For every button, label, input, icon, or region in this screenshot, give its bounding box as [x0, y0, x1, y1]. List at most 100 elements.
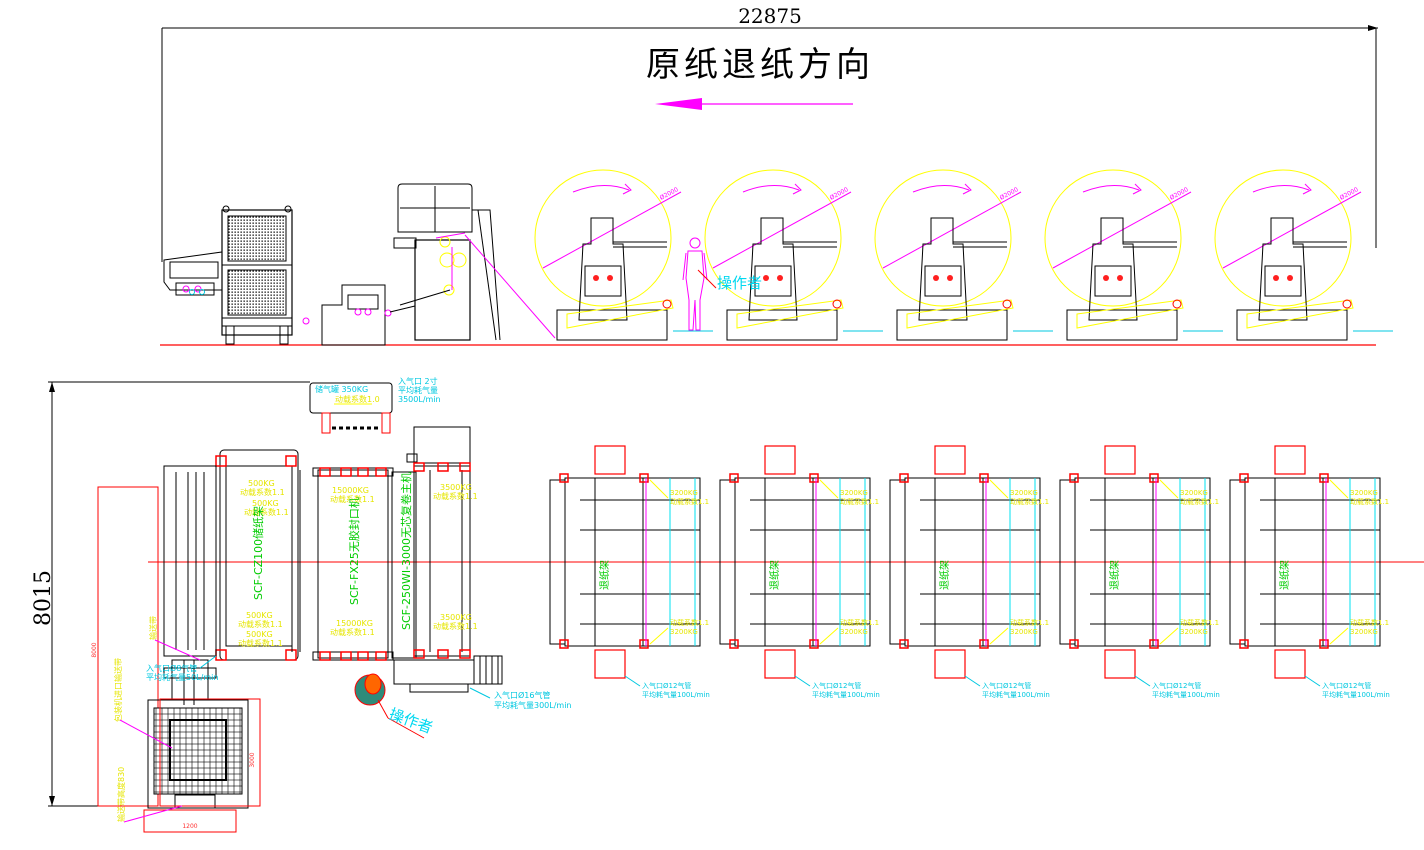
unwinder-factor-bottom: 动载系数1.1: [670, 618, 709, 627]
button-icon: [947, 275, 953, 281]
unwinder-factor-bottom: 动载系数1.1: [1010, 618, 1049, 627]
rotation-arrow-icon: [742, 185, 800, 193]
load-box: [1239, 473, 1249, 483]
unwinder-load-top: 3200KG: [1350, 489, 1378, 497]
unwinder-frame: [748, 217, 798, 321]
unwinder-load-top: 3200KG: [1010, 489, 1038, 497]
button-icon: [593, 275, 599, 281]
loading-arm: [566, 299, 674, 329]
control-panel: [584, 265, 622, 297]
unwinder-frame: [918, 217, 968, 321]
width-dimension: 8015: [31, 381, 310, 807]
unwinder-factor-top: 动载系数1.1: [670, 497, 709, 506]
button-icon: [1287, 275, 1293, 281]
conveyor-label-b: 包装机进口输送带: [113, 658, 123, 722]
load-box: [729, 639, 739, 649]
unwinder-frame: [1088, 217, 1138, 321]
diameter-leader: [712, 191, 852, 269]
rewinder-load-top: 3500KG: [440, 483, 472, 492]
conveyor-height: 输送带高度830: [116, 767, 126, 822]
loading-arm: [736, 299, 844, 329]
unwinder-load-top: 3200KG: [1180, 489, 1208, 497]
rotation-arrow-icon: [572, 185, 630, 193]
rack-load-4: 500KG: [246, 630, 273, 639]
load-box: [729, 473, 739, 483]
loading-arm: [906, 299, 1014, 329]
control-panel: [1094, 265, 1132, 297]
unwinder-factor-bottom: 动载系数1.1: [1180, 618, 1219, 627]
base-frame: [556, 309, 668, 341]
unwinder-inlet: 入气口Ø12气管: [1322, 681, 1371, 690]
unwinder-name: 退纸架: [938, 560, 951, 590]
unwinder-load-bottom: 3200KG: [670, 628, 698, 636]
unwinder-load-top: 3200KG: [840, 489, 868, 497]
unwinder-consumption: 平均耗气量100L/min: [642, 690, 710, 699]
diameter-leader: [1222, 191, 1362, 269]
load-box: [979, 473, 989, 483]
load-box: [899, 473, 909, 483]
load-box: [559, 639, 569, 649]
unwinder-frame: [578, 217, 628, 321]
plan-unwinder-3: 3200KG动载系数1.1动载系数1.13200KG入气口Ø12气管平均耗气量1…: [889, 445, 1050, 699]
control-panel: [754, 265, 792, 297]
unwinder-factor-top: 动载系数1.1: [840, 497, 879, 506]
rotation-arrow-icon: [912, 185, 970, 193]
plan-view: 8015 8000 储气罐 350KG 动载系数1.0 入气口 2寸 平均耗气量…: [31, 376, 1424, 833]
load-box: [764, 649, 796, 679]
rewinder: 3500KG 动载系数1.1 3500KG 动载系数1.1 SCF-250WI-…: [391, 426, 572, 710]
unwinder-name: 退纸架: [1278, 560, 1291, 590]
conveyor-plan: 1200 3000 输送带 包装机进口输送带 输送带高度830 入气口Ø8气管 …: [113, 616, 261, 833]
conveyor-label-a: 输送带: [148, 616, 158, 640]
conveyor-width-dim: 1200: [182, 823, 197, 830]
sealer-factor-top: 动载系数1.1: [330, 494, 375, 504]
unwinder-frame: [1258, 217, 1308, 321]
operator-label-plan: 操作者: [387, 705, 435, 737]
plan-unwinder-2: 3200KG动载系数1.1动载系数1.13200KG入气口Ø12气管平均耗气量1…: [719, 445, 880, 699]
rack-load-3: 500KG: [246, 611, 273, 620]
air-tank-name: 储气罐 350KG: [315, 384, 368, 394]
unwinder-load-top: 3200KG: [670, 489, 698, 497]
unwinder-plan-frame: [564, 477, 701, 647]
load-box: [1069, 473, 1079, 483]
load-box: [1149, 473, 1159, 483]
footprint-dim-box: [97, 486, 159, 807]
air-tank-inlet: 入气口 2寸: [398, 376, 438, 386]
operator-figure: 操作者: [682, 237, 762, 331]
length-dimension: 22875: [161, 4, 1378, 262]
side-unwinder-2: Ø2000: [704, 169, 883, 341]
loading-arm: [1076, 299, 1184, 329]
rack-factor-1: 动载系数1.1: [240, 487, 285, 497]
rewinder-factor-top: 动载系数1.1: [433, 491, 478, 501]
roll-diameter-label: Ø2000: [999, 186, 1020, 202]
unwinder-load-bottom: 3200KG: [1010, 628, 1038, 636]
side-unwinder-5: Ø2000: [1214, 169, 1393, 341]
length-dim-text: 22875: [738, 4, 802, 28]
side-unwinder-1: Ø2000: [534, 169, 713, 341]
load-box: [934, 445, 966, 475]
sealer-name: SCF-FX25无胶封口机: [347, 497, 361, 605]
load-box: [934, 649, 966, 679]
storage-rack: 500KG 动载系数1.1 500KG 动载系数1.1 500KG 动载系数1.…: [215, 449, 299, 661]
air-tank-factor: 动载系数1.0: [335, 394, 380, 404]
rewinder-name: SCF-250WI-3000无芯复卷主机: [399, 472, 413, 630]
conveyor-consumption: 平均耗气量50L/min: [146, 672, 218, 682]
side-unwinder-3: Ø2000: [874, 169, 1053, 341]
direction-arrow-icon: [655, 98, 853, 110]
width-dim-text: 8015: [31, 570, 56, 626]
load-box: [1069, 639, 1079, 649]
rotation-arrow-icon: [1082, 185, 1140, 193]
unwinder-plan-frame: [904, 477, 1041, 647]
air-tank: 储气罐 350KG 动载系数1.0 入气口 2寸 平均耗气量 3500L/min: [309, 376, 441, 434]
load-box: [1274, 445, 1306, 475]
unwinder-factor-top: 动载系数1.1: [1180, 497, 1219, 506]
unwinder-load-bottom: 3200KG: [1350, 628, 1378, 636]
unwinder-factor-top: 动载系数1.1: [1350, 497, 1389, 506]
load-box: [764, 445, 796, 475]
button-icon: [1103, 275, 1109, 281]
plan-unwinder-1: 3200KG动载系数1.1动载系数1.13200KG入气口Ø12气管平均耗气量1…: [549, 445, 710, 699]
load-box: [559, 473, 569, 483]
sealing-machine: 15000KG 动载系数1.1 15000KG 动载系数1.1 SCF-FX25…: [312, 467, 394, 661]
load-box: [639, 473, 649, 483]
side-unwinder-4: Ø2000: [1044, 169, 1223, 341]
